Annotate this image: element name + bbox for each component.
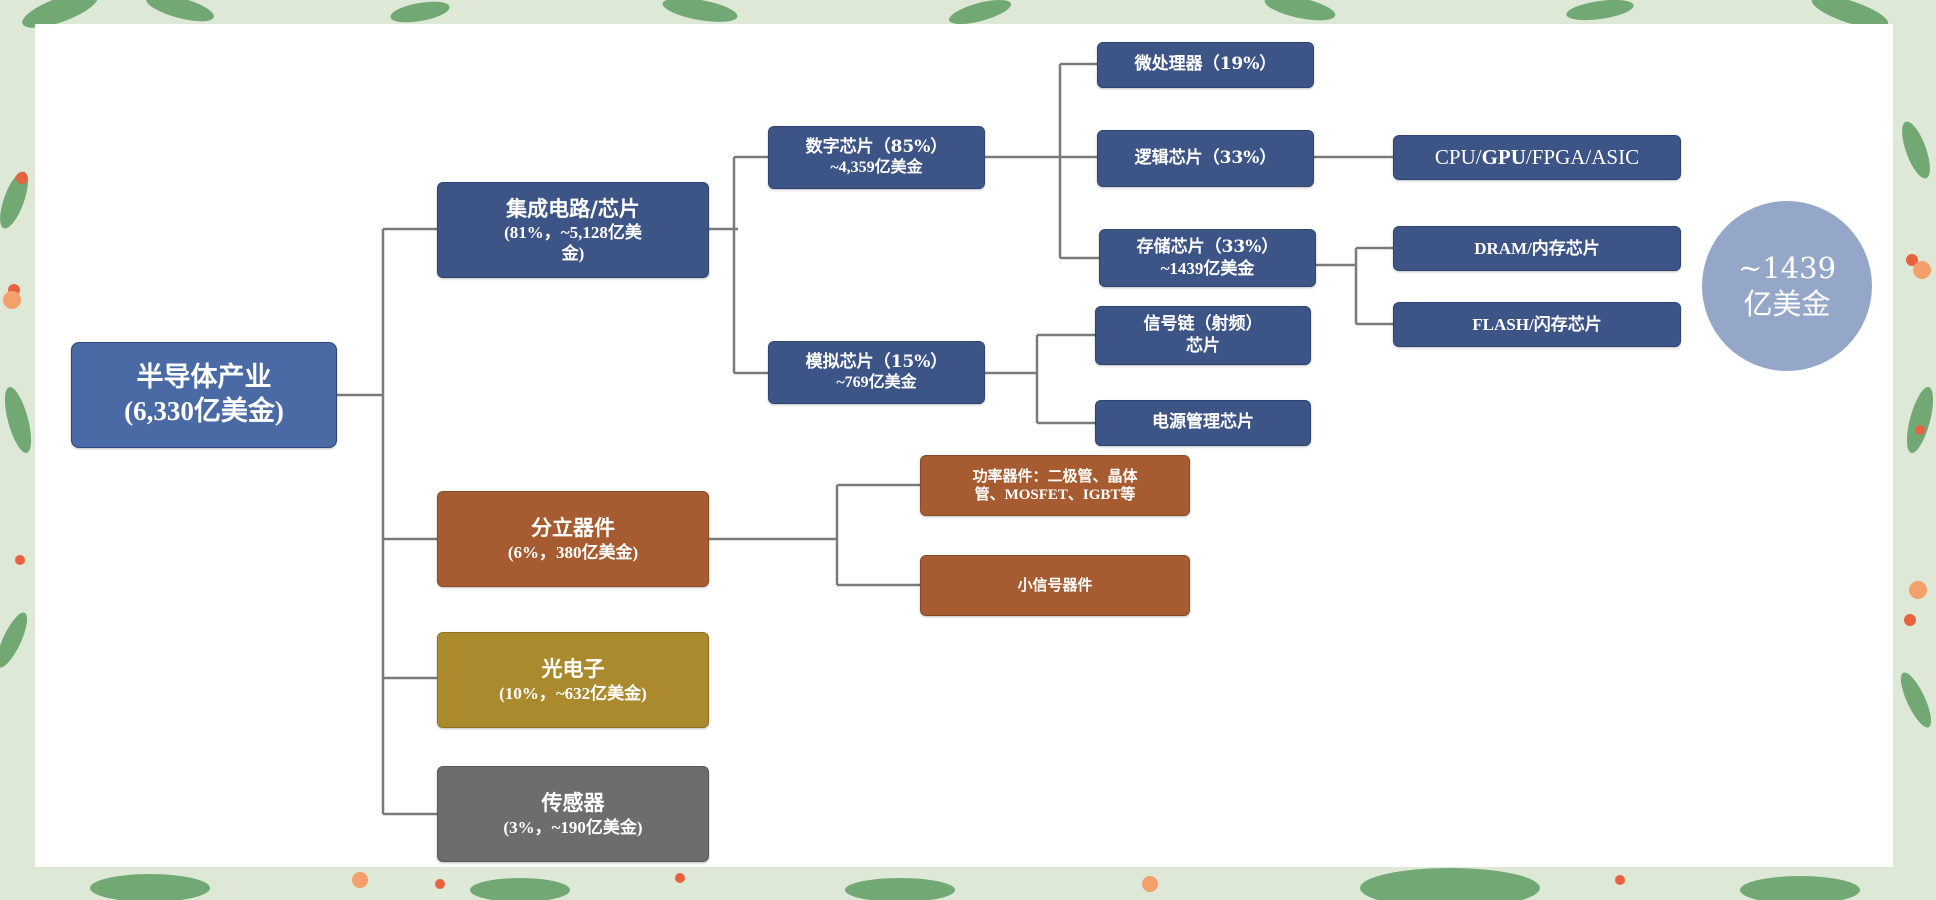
callout-text: ~1439亿美金 (1737, 250, 1837, 321)
node-signal-chain-chips: 信号链（射频） 芯片 (1095, 306, 1311, 365)
cpu-label-pre: CPU/ (1434, 145, 1482, 170)
opto-title: 光电子 (541, 656, 605, 682)
micro-label: 微处理器（19%） (1134, 54, 1277, 75)
discrete-title: 分立器件 (531, 515, 615, 541)
root-title: 半导体产业 (136, 362, 272, 394)
node-microprocessors: 微处理器（19%） (1097, 42, 1314, 88)
node-sensors: 传感器 (3%，~190亿美金) (437, 766, 709, 862)
node-integrated-circuits: 集成电路/芯片 (81%，~5,128亿美 金) (437, 182, 709, 278)
node-logic-chips: 逻辑芯片（33%） (1097, 130, 1314, 187)
sensor-title: 传感器 (541, 790, 605, 816)
node-optoelectronics: 光电子 (10%，~632亿美金) (437, 632, 709, 728)
cpu-label-post: /FPGA/ASIC (1525, 145, 1640, 170)
node-flash: FLASH/闪存芯片 (1393, 302, 1681, 347)
small-signal-label: 小信号器件 (1017, 576, 1093, 595)
signal-title-cont: 芯片 (1186, 335, 1220, 356)
node-discrete-devices: 分立器件 (6%，380亿美金) (437, 491, 709, 587)
node-cpu-gpu-fpga-asic: CPU/GPU/FPGA/ASIC (1393, 135, 1681, 180)
analog-value: ~769亿美金 (836, 374, 917, 392)
discrete-value: (6%，380亿美金) (507, 542, 639, 562)
digital-title: 数字芯片（85%） (805, 136, 948, 157)
sensor-value: (3%，~190亿美金) (503, 817, 643, 837)
logic-label: 逻辑芯片（33%） (1134, 147, 1277, 168)
signal-title: 信号链（射频） (1143, 314, 1263, 335)
cpu-label-bold: GPU (1481, 145, 1526, 170)
node-memory-chips: 存储芯片（33%） ~1439亿美金 (1099, 229, 1316, 287)
memory-title: 存储芯片（33%） (1136, 236, 1279, 257)
root-node-semiconductor-industry: 半导体产业 (6,330亿美金) (71, 342, 337, 448)
node-dram: DRAM/内存芯片 (1393, 226, 1681, 271)
node-small-signal-devices: 小信号器件 (920, 555, 1190, 616)
power-dev-line1: 功率器件：二极管、晶体 (972, 466, 1138, 485)
flash-label: FLASH/闪存芯片 (1472, 314, 1602, 334)
analog-title: 模拟芯片（15%） (805, 351, 948, 372)
ic-value-cont: 金) (561, 244, 585, 264)
node-power-management-chips: 电源管理芯片 (1095, 400, 1311, 446)
root-value: (6,330亿美金) (124, 396, 284, 426)
dram-label: DRAM/内存芯片 (1474, 238, 1600, 258)
memory-value: ~1439亿美金 (1160, 259, 1255, 278)
digital-value: ~4,359亿美金 (830, 159, 923, 177)
ic-value: (81%，~5,128亿美 (504, 222, 642, 242)
ic-title: 集成电路/芯片 (506, 195, 640, 221)
power-mgmt-label: 电源管理芯片 (1152, 412, 1254, 433)
opto-value: (10%，~632亿美金) (499, 683, 647, 703)
node-digital-chips: 数字芯片（85%） ~4,359亿美金 (768, 126, 985, 189)
node-analog-chips: 模拟芯片（15%） ~769亿美金 (768, 341, 985, 404)
memory-market-callout: ~1439亿美金 (1702, 201, 1872, 371)
node-power-devices: 功率器件：二极管、晶体 管、MOSFET、IGBT等 (920, 455, 1190, 516)
power-dev-line2: 管、MOSFET、IGBT等 (974, 486, 1136, 503)
